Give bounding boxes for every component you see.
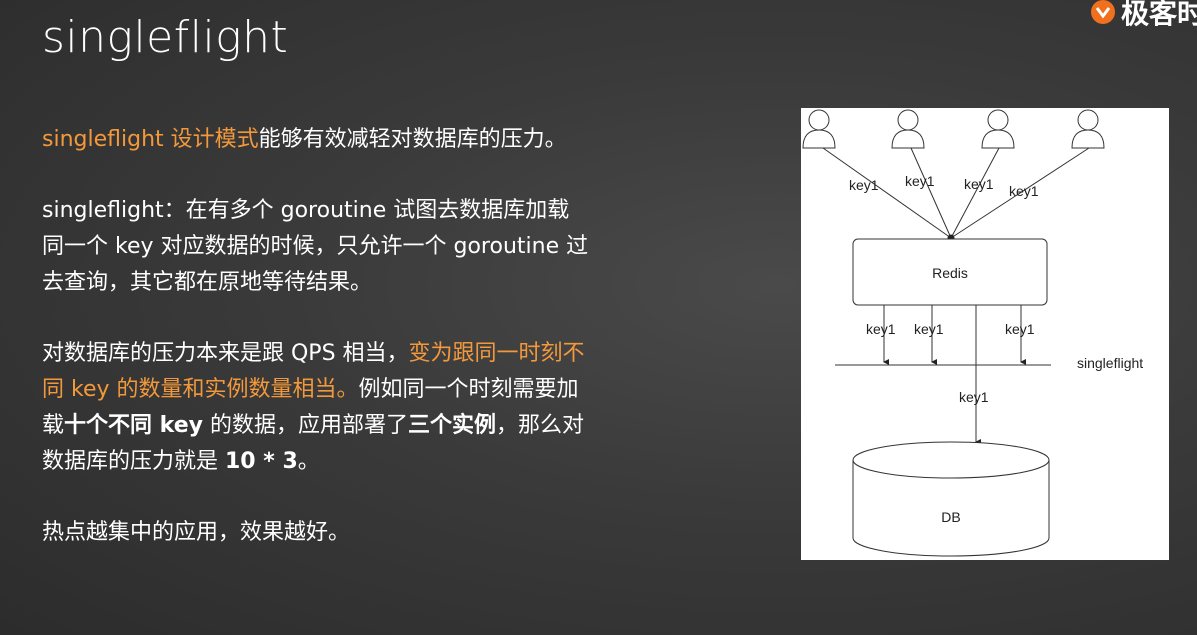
paragraph-text: ，那么对 <box>496 413 585 438</box>
paragraph-line: 去查询，其它都在原地等待结果。 <box>42 270 373 295</box>
db-label: DB <box>941 509 960 525</box>
redis-box <box>852 238 1048 306</box>
bold-text: 10 * 3 <box>225 449 298 474</box>
user-icon <box>981 109 1015 149</box>
paragraph-intro: singleflight 设计模式能够有效减轻对数据库的压力。 <box>42 122 662 158</box>
edge-label: key1 <box>849 177 879 193</box>
page-title: singleflight <box>42 12 289 63</box>
edge-label: key1 <box>866 321 896 337</box>
user-icon <box>1071 109 1105 149</box>
paragraph-text: 例如同一个时刻需要加 <box>358 377 579 402</box>
paragraph-text: 能够有效减轻对数据库的压力。 <box>258 127 567 152</box>
paragraph-text: 载 <box>42 413 65 438</box>
user-icon <box>891 109 925 149</box>
highlight-text: 变为跟同一时刻不 <box>408 341 585 366</box>
paragraph-conclusion: 热点越集中的应用，效果越好。 <box>42 520 351 545</box>
request-lines <box>822 147 1090 239</box>
paragraph-line: 同一个 key 对应数据的时候，只允许一个 goroutine 过 <box>42 234 589 259</box>
paragraph-text: 的数据，应用部署了 <box>202 413 408 438</box>
paragraph-definition: singleflight：在有多个 goroutine 试图去数据库加载 同一个… <box>42 193 662 301</box>
highlight-text: 同 key 的数量和实例数量相当。 <box>42 377 359 402</box>
edge-label: key1 <box>914 321 944 337</box>
paragraph-text: 。 <box>297 449 320 474</box>
edge-label: key1 <box>1005 321 1035 337</box>
brand-logo: 极客时 <box>1089 0 1197 32</box>
edge-label: key1 <box>1009 183 1039 199</box>
paragraph-text: 对数据库的压力本来是跟 QPS 相当， <box>42 341 409 366</box>
singleflight-diagram: key1 key1 key1 key1 Redis key1 key1 key1… <box>801 108 1169 560</box>
logo-icon <box>1090 0 1115 24</box>
bold-text: 十个不同 key <box>64 413 203 438</box>
highlight-text: singleflight 设计模式 <box>42 127 259 152</box>
bold-text: 三个实例 <box>407 413 496 438</box>
paragraph-pressure: 对数据库的压力本来是跟 QPS 相当，变为跟同一时刻不 同 key 的数量和实例… <box>42 336 662 480</box>
logo-text: 极客时 <box>1120 0 1197 30</box>
slide-body: singleflight 设计模式能够有效减轻对数据库的压力。 singlefl… <box>42 122 662 586</box>
edge-label: key1 <box>905 173 935 189</box>
user-icon <box>802 109 836 149</box>
paragraph-line: singleflight：在有多个 goroutine 试图去数据库加载 <box>42 198 570 223</box>
miss-lines <box>883 305 1026 365</box>
db-cylinder <box>852 441 1050 557</box>
edge-label: key1 <box>964 176 994 192</box>
redis-label: Redis <box>932 265 968 281</box>
singleflight-label: singleflight <box>1077 355 1143 371</box>
paragraph-text: 数据库的压力就是 <box>42 449 225 474</box>
edge-label: key1 <box>959 389 989 405</box>
